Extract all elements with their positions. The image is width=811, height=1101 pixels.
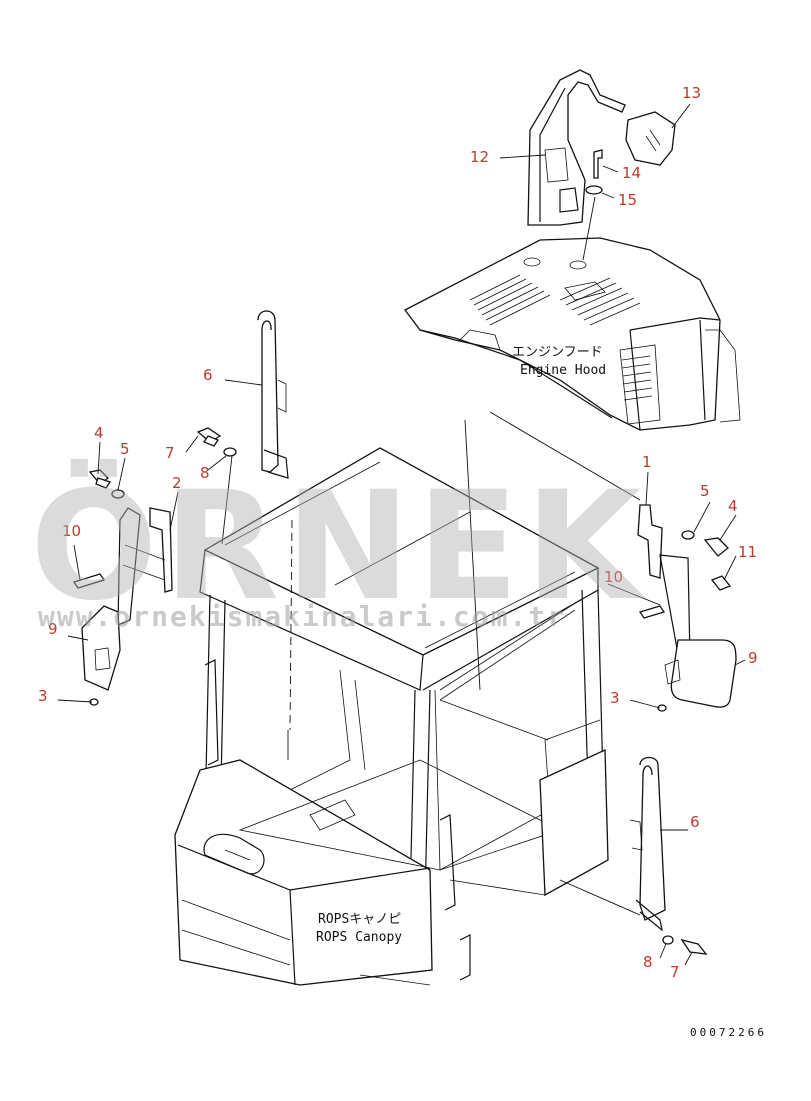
callout-6-upper: 6 (203, 366, 213, 384)
callout-11: 11 (738, 543, 757, 561)
mirror-assembly-left (72, 469, 173, 706)
engine-hood: エンジンフード Engine Hood (404, 237, 741, 431)
canopy-hood-leader (464, 419, 481, 691)
callout-5-right: 5 (700, 482, 710, 500)
callout-7-lower: 7 (670, 963, 680, 981)
callout-9-right: 9 (748, 649, 758, 667)
hood-grille (469, 274, 653, 401)
callout-3-left: 3 (38, 687, 48, 705)
callout-15: 15 (618, 191, 637, 209)
handrail-upper (257, 310, 289, 479)
callout-1: 1 (642, 453, 652, 471)
callout-6-lower: 6 (690, 813, 700, 831)
drawing-code: 00072266 (690, 1026, 767, 1039)
mirror-assembly-right (637, 504, 737, 712)
callout-3-right: 3 (610, 689, 620, 707)
rops-canopy: ROPSキャノピ ROPS Canopy (174, 447, 609, 986)
callout-2: 2 (172, 474, 182, 492)
callout-13: 13 (682, 84, 701, 102)
callout-10-left: 10 (62, 522, 81, 540)
callout-12: 12 (470, 148, 489, 166)
handrail-lower (559, 756, 708, 955)
callout-5-left: 5 (120, 440, 130, 458)
callout-10-right: 10 (604, 568, 623, 586)
callout-8-lower: 8 (643, 953, 653, 971)
engine-hood-label-en: Engine Hood (520, 363, 606, 378)
bolt-set-upper (196, 427, 237, 545)
hood-mirror-assembly (527, 69, 676, 261)
callout-14: 14 (622, 164, 641, 182)
callout-8-upper: 8 (200, 464, 210, 482)
bracket-right-leader (489, 411, 641, 501)
watermark-url: www.ornekismakinalari.com.tr (38, 600, 566, 633)
callout-7-upper: 7 (165, 444, 175, 462)
rops-canopy-label-en: ROPS Canopy (316, 930, 402, 945)
callout-9-left: 9 (48, 620, 58, 638)
watermark-brand: ÖRNEK (30, 458, 647, 634)
callout-4-right: 4 (728, 497, 738, 515)
engine-hood-label-jp: エンジンフード (512, 345, 603, 360)
callout-4-left: 4 (94, 424, 104, 442)
callout-numbers: 13 12 14 15 6 4 5 7 8 2 10 9 3 1 5 4 11 … (38, 84, 758, 981)
callout-leaders (57, 103, 746, 966)
watermark: ÖRNEK www.ornekismakinalari.com.tr (30, 458, 647, 634)
rops-canopy-label-jp: ROPSキャノピ (318, 912, 401, 927)
